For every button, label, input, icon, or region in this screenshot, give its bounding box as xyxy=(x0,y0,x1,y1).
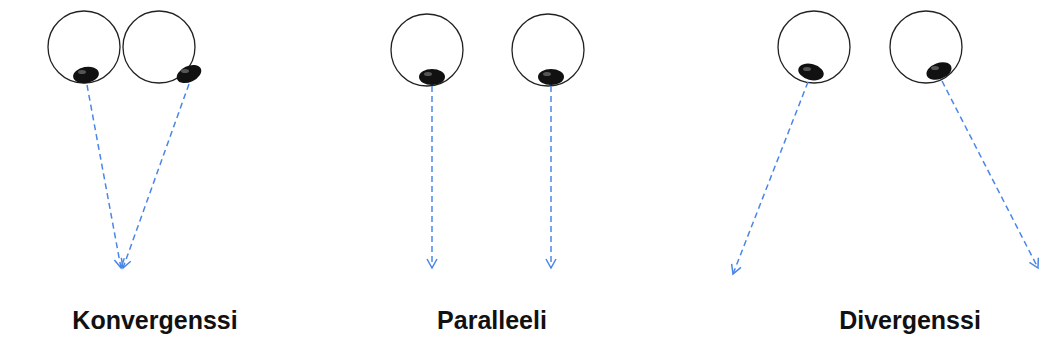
diagram-label: Divergenssi xyxy=(839,305,981,335)
pupil-highlight xyxy=(931,66,939,70)
gaze-arrow xyxy=(550,86,552,268)
pupil-highlight xyxy=(424,72,432,76)
eyeball xyxy=(391,14,463,86)
gaze-arrow xyxy=(123,84,189,268)
pupil-highlight xyxy=(78,70,86,74)
pupil-highlight xyxy=(181,69,189,73)
pupil-highlight xyxy=(543,72,551,76)
pupil-highlight xyxy=(803,67,811,71)
pupil xyxy=(72,65,100,85)
eyeball xyxy=(123,11,195,83)
gaze-arrow xyxy=(733,82,808,274)
pupils xyxy=(72,59,954,87)
eyeball xyxy=(778,11,850,83)
gaze-arrow xyxy=(431,86,433,268)
eyeballs xyxy=(48,11,962,86)
pupil xyxy=(796,61,825,83)
eyeball xyxy=(512,14,584,86)
pupil xyxy=(924,59,954,83)
pupil xyxy=(419,69,445,85)
pupil xyxy=(174,61,204,86)
gaze-lines xyxy=(87,81,1038,274)
gaze-arrow xyxy=(87,85,121,268)
eyeball xyxy=(48,11,120,83)
gaze-arrow xyxy=(942,81,1038,268)
diagram-label: Paralleeli xyxy=(437,305,547,335)
eyeball xyxy=(890,11,962,83)
diagram-label: Konvergenssi xyxy=(72,305,237,335)
pupil xyxy=(538,69,564,85)
